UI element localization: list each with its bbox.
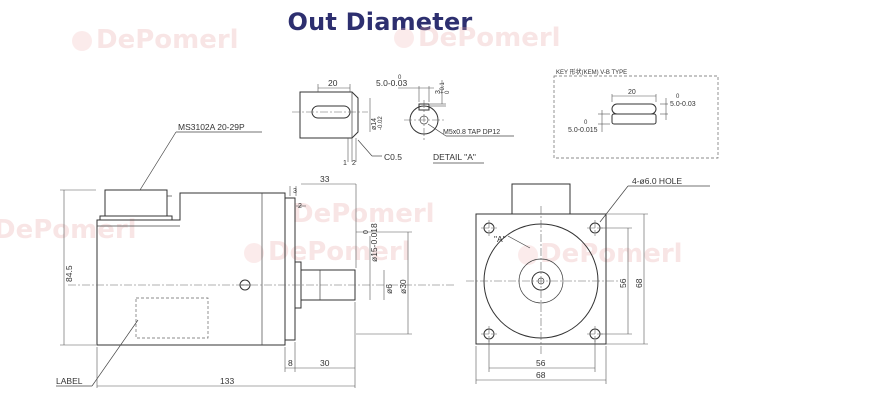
side-view: MS3102A 20-29P LABEL 84.5 133 8 30 33 3 … (56, 122, 456, 388)
dim-front-pcd-w: 56 (536, 358, 546, 368)
dim-length: 133 (220, 376, 234, 386)
dim-3: 3 (293, 188, 297, 195)
page-title: Out Diameter (287, 8, 473, 36)
dim-shaft-len: 33 (320, 174, 330, 184)
callout-holes: 4-ø6.0 HOLE (632, 176, 682, 186)
dim-key-length: 20 (328, 78, 338, 88)
dim-shaft-d: ø6 (384, 284, 394, 294)
dim-key-height-tol: 0 (584, 120, 588, 126)
detail-a-view: 20 ø14 -0.02 1 2 C0.5 0 5.0-0.03 3 +0.1 … (292, 75, 514, 167)
dim-key-width: 5.0-0.03 (670, 101, 696, 108)
label-view-a: "A" (494, 234, 506, 244)
label-key-type: KEY 形状(KEM) V-B TYPE (556, 68, 627, 76)
front-view: "A" 4-ø6.0 HOLE 56 68 56 68 (466, 176, 710, 384)
dim-shaft-diameter: ø14 (371, 118, 378, 130)
dim-shaft-tol: -0.02 (378, 116, 384, 130)
callout-connector: MS3102A 20-29P (178, 122, 245, 132)
watermark-text: DePomerl (418, 23, 561, 53)
dim-detail-key-h-tol2: 0 (445, 90, 451, 94)
watermark-text: DePomerl (292, 199, 435, 229)
dim-front-pcd-h: 56 (618, 278, 628, 288)
dim-detail-1: 1 (343, 160, 347, 167)
dim-shaft-ext: 30 (320, 358, 330, 368)
watermark-group: DePomerl DePomerl DePomerl DePomerl DePo… (0, 23, 683, 269)
dim-pilot: ø15-0.018 (369, 223, 379, 262)
watermark-text: DePomerl (268, 237, 411, 267)
dim-detail-2: 2 (352, 160, 356, 167)
dim-front-outer-w: 68 (536, 370, 546, 380)
label-detail-a: DETAIL "A" (433, 152, 476, 162)
dim-detail-key-w-tol: 0 (398, 75, 402, 81)
dim-pilot-d: ø30 (398, 279, 408, 294)
dim-detail-key-h-tol: +0.1 (440, 81, 446, 94)
dim-front-outer-h: 68 (634, 278, 644, 288)
dim-2: 2 (298, 203, 302, 210)
dim-key-width-tol: 0 (676, 94, 680, 100)
watermark-logo-icon (72, 31, 92, 51)
watermark-logo-icon (394, 28, 414, 48)
dim-flange: 8 (288, 358, 293, 368)
dim-detail-key-h: 3 (435, 90, 442, 94)
watermark-text: DePomerl (540, 239, 683, 269)
key-type-box: KEY 形状(KEM) V-B TYPE 20 0 5.0-0.03 0 5.0… (553, 68, 719, 159)
watermark-logo-icon (244, 243, 264, 263)
watermark-logo-icon (518, 245, 538, 265)
dim-key-height: 5.0-0.015 (568, 127, 598, 134)
callout-tap: M5x0.8 TAP DP12 (443, 129, 500, 136)
callout-chamfer: C0.5 (384, 152, 402, 162)
dim-detail-key-w: 5.0-0.03 (376, 78, 407, 88)
dim-key-len: 20 (628, 89, 636, 96)
dim-height: 84.5 (64, 265, 74, 282)
callout-label: LABEL (56, 376, 83, 386)
watermark-text: DePomerl (96, 25, 239, 55)
